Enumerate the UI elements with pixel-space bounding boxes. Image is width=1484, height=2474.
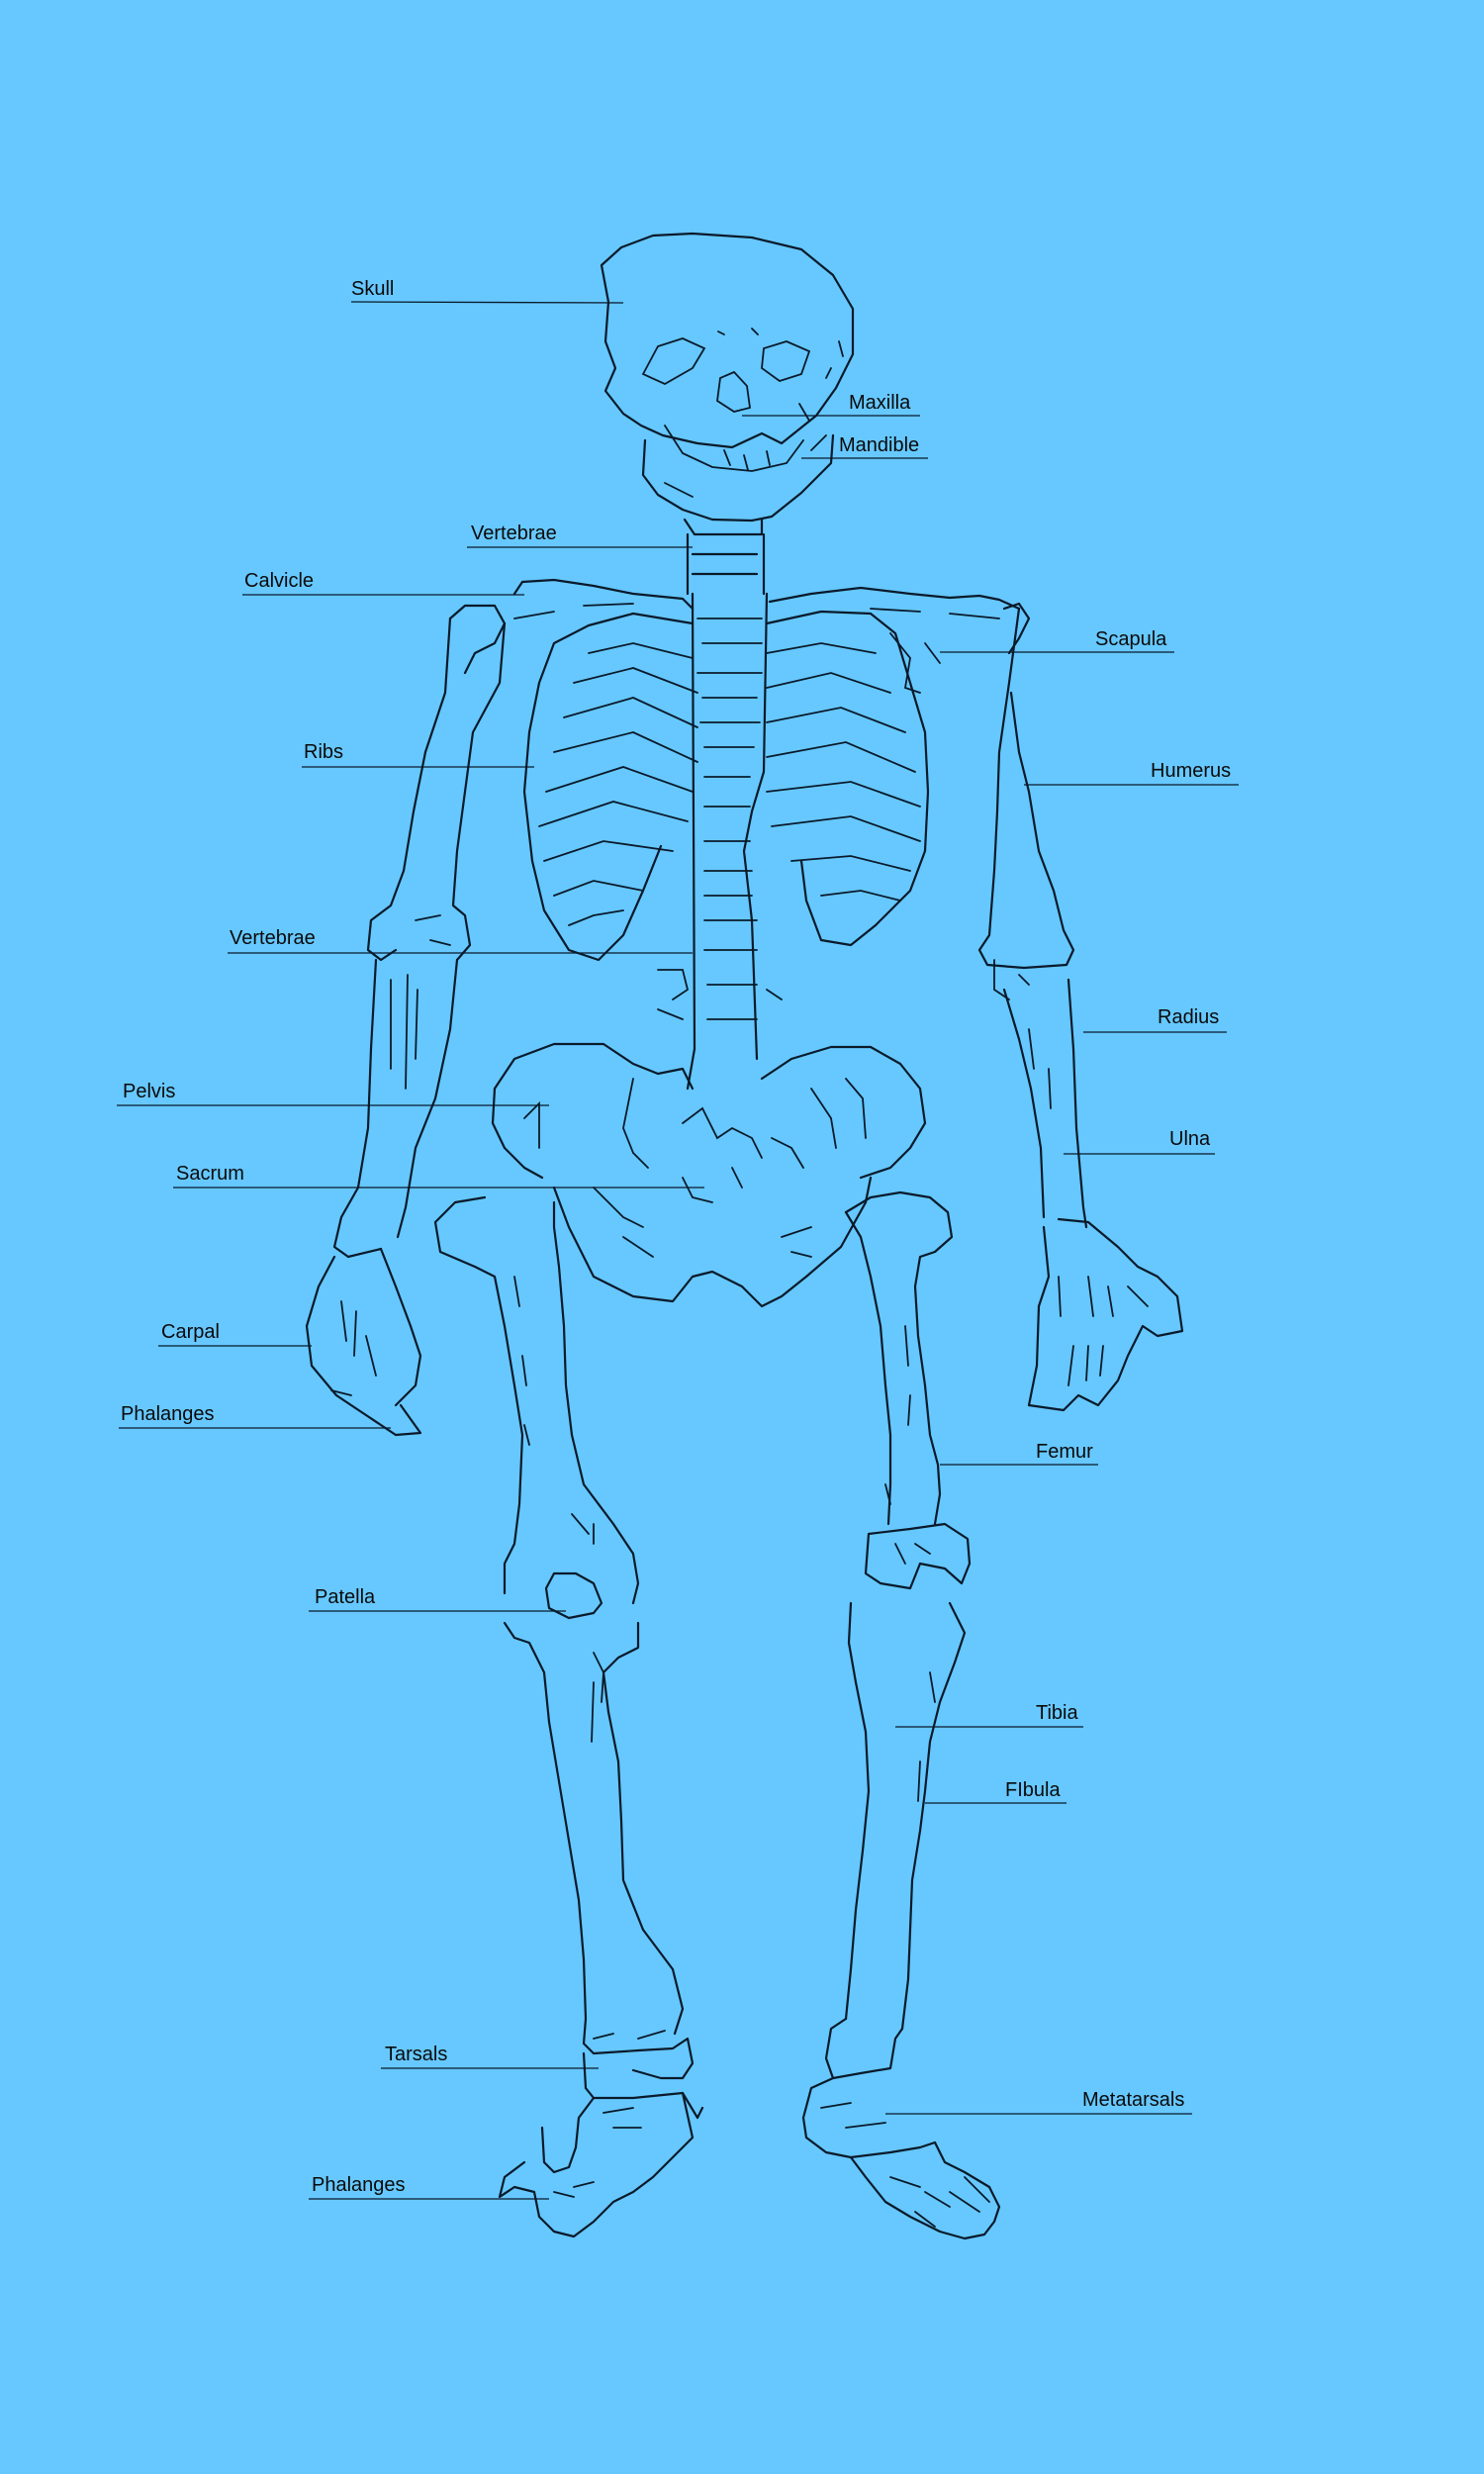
skeleton-illustration xyxy=(305,232,1184,2240)
labels: Skull Maxilla Mandible Vertebrae Calvicl… xyxy=(121,278,1231,2196)
label-mandible: Mandible xyxy=(839,434,919,456)
pelvis-bone xyxy=(491,1042,927,1308)
label-radius: Radius xyxy=(1158,1006,1219,1028)
cervical-vertebrae-bone xyxy=(683,518,766,596)
label-ulna: Ulna xyxy=(1169,1128,1211,1150)
label-clavicle: Calvicle xyxy=(244,570,314,592)
left-leg-bones xyxy=(433,1195,704,2238)
skull-bone xyxy=(600,232,855,472)
label-vertebrae-lumbar: Vertebrae xyxy=(230,927,316,949)
label-patella: Patella xyxy=(315,1586,376,1608)
clavicle-bones xyxy=(512,578,1021,619)
mandible-bone xyxy=(641,433,835,523)
label-maxilla: Maxilla xyxy=(849,392,911,414)
label-vertebrae-neck: Vertebrae xyxy=(471,523,557,544)
label-tarsals: Tarsals xyxy=(385,2044,447,2065)
label-tibia: Tibia xyxy=(1036,1702,1078,1724)
left-arm-bones xyxy=(305,617,507,1437)
spine-bone xyxy=(657,592,783,1091)
label-sacrum: Sacrum xyxy=(176,1163,244,1185)
label-scapula: Scapula xyxy=(1095,628,1167,650)
label-phalanges-foot: Phalanges xyxy=(312,2174,406,2196)
label-metatarsals: Metatarsals xyxy=(1082,2089,1184,2111)
label-ribs: Ribs xyxy=(304,741,343,763)
label-humerus: Humerus xyxy=(1151,760,1231,782)
label-skull: Skull xyxy=(351,278,394,300)
label-femur: Femur xyxy=(1036,1441,1093,1463)
label-carpal: Carpal xyxy=(161,1321,220,1343)
right-leg-bones xyxy=(801,1190,1001,2240)
skull-leader xyxy=(350,301,624,304)
label-fibula: FIbula xyxy=(1005,1779,1061,1801)
ribcage-bone xyxy=(522,610,930,962)
label-phalanges-hand: Phalanges xyxy=(121,1403,215,1425)
label-pelvis: Pelvis xyxy=(123,1081,175,1102)
right-arm-bones xyxy=(977,607,1184,1412)
leader-lines xyxy=(117,301,1239,2200)
